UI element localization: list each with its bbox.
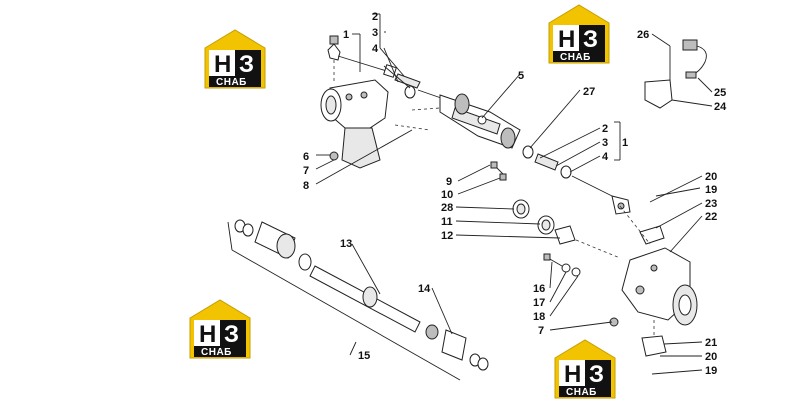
callout-27: 27 [583,86,595,98]
logo-subtitle: СНАБ [201,347,232,358]
callout-7-top: 7 [303,165,309,177]
logo-letter-3: З [583,26,598,53]
callout-10: 10 [441,189,453,201]
bolts-16-17-18 [543,253,619,327]
callout-21: 21 [705,337,717,349]
callout-26: 26 [637,29,649,41]
callout-22: 22 [705,211,717,223]
bolts-9-10 [490,161,507,181]
callout-9: 9 [446,176,452,188]
callout-14: 14 [418,283,431,295]
logo-subtitle: СНАБ [216,77,247,88]
logo-letter-h: Н [558,26,575,53]
knuckle-right-drawing [621,225,698,357]
knuckle-left-drawing [320,79,389,169]
logo-letter-3: З [589,361,604,388]
logo-letter-h: Н [564,361,581,388]
callout-12: 12 [441,230,453,242]
callout-18: 18 [533,311,545,323]
callout-4-top: 4 [372,43,379,55]
sensor-assembly [644,39,707,109]
callout-6: 6 [303,151,309,163]
callout-labels: 1 2 3 4 5 6 7 8 27 2 3 4 1 9 10 28 11 12… [303,11,727,377]
callout-28: 28 [441,202,453,214]
callout-2-right: 2 [602,123,608,135]
callout-7-bottom: 7 [538,325,544,337]
drive-shaft [227,219,489,381]
logo-bottom-right: Н З СНАБ [554,339,616,399]
ball-joint-top-left [327,35,391,82]
logo-letter-3: З [224,321,239,348]
logo-subtitle: СНАБ [566,387,597,398]
logo-letter-h: Н [214,51,231,78]
callout-2-top: 2 [372,11,378,23]
leader-lines [315,13,713,375]
callout-20-top: 20 [705,171,717,183]
callout-19-top: 19 [705,184,717,196]
callout-20-bottom: 20 [705,351,717,363]
callout-4-right: 4 [602,151,609,163]
callout-11: 11 [441,216,453,228]
callout-1-right: 1 [622,137,628,149]
callout-8: 8 [303,180,309,192]
callout-23: 23 [705,198,717,210]
logo-subtitle: СНАБ [560,52,591,63]
callout-5: 5 [518,70,524,82]
logo-letter-3: З [239,51,254,78]
callout-25: 25 [714,87,726,99]
logo-bottom-left: Н З СНАБ [189,299,251,359]
logo-top-right: Н З СНАБ [548,4,610,64]
callout-15: 15 [358,350,370,362]
bushings-28-11-12 [512,199,576,245]
callout-1-top: 1 [343,29,349,41]
callout-17: 17 [533,297,545,309]
callout-19-bottom: 19 [705,365,717,377]
callout-13: 13 [340,238,352,250]
tie-rod-right-assembly [522,145,631,215]
logo-top-left: Н З СНАБ [204,29,266,89]
logo-letter-h: Н [199,321,216,348]
callout-24: 24 [714,101,727,113]
steering-cylinder [394,93,521,149]
callout-16: 16 [533,283,545,295]
callout-3-top: 3 [372,27,378,39]
callout-3-right: 3 [602,137,608,149]
